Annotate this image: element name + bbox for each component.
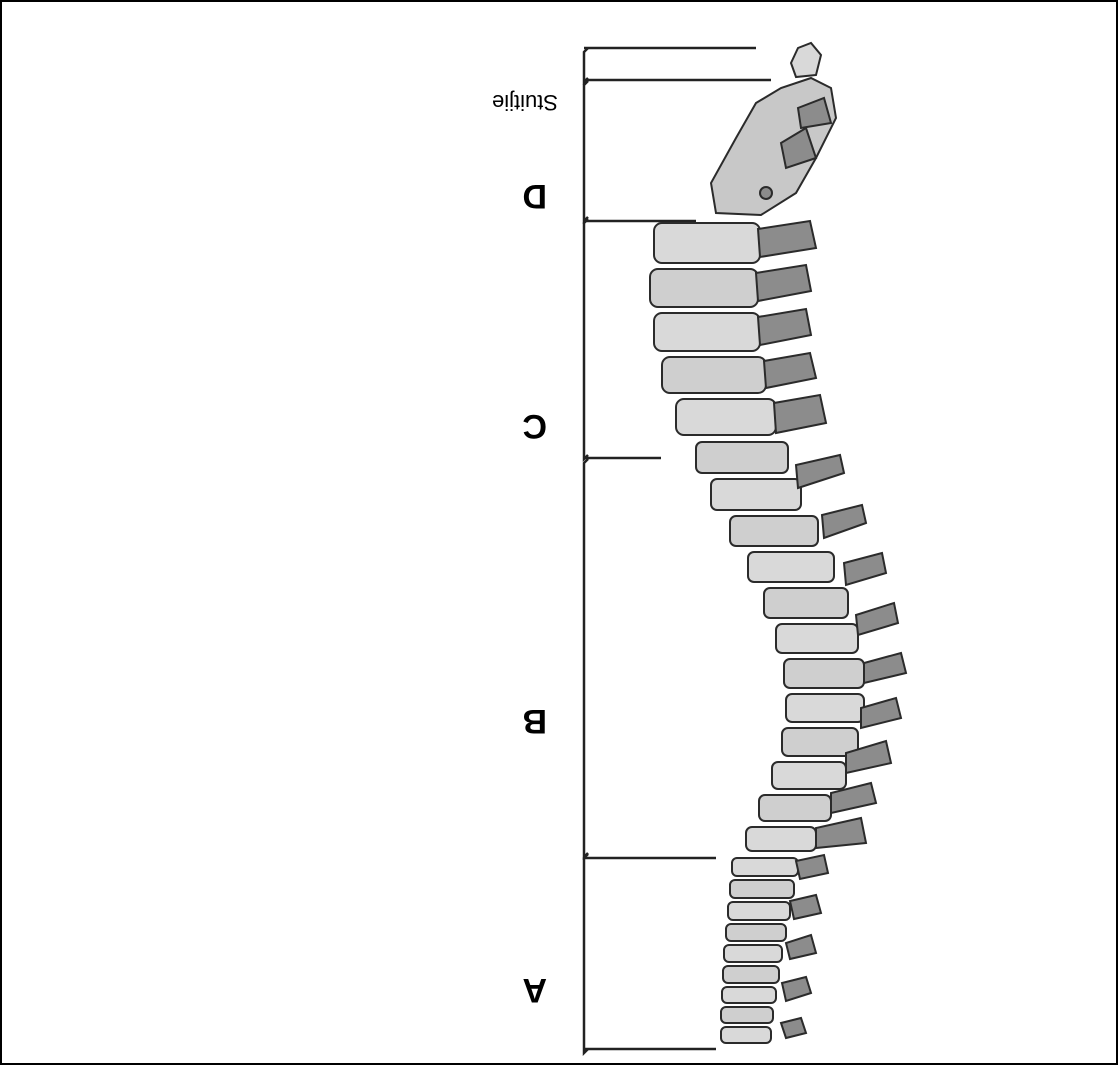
sacrum	[711, 78, 836, 215]
bracket-coccyx	[584, 48, 771, 82]
thoracic-vertebrae	[696, 442, 906, 851]
label-c: C	[522, 409, 547, 443]
label-coccyx: Stuitjie	[492, 91, 558, 113]
cervical-vertebrae	[721, 855, 828, 1043]
label-b: B	[522, 704, 547, 738]
coccyx	[791, 43, 821, 77]
label-a: A	[522, 973, 547, 1007]
lumbar-vertebrae	[650, 221, 826, 435]
label-d: D	[522, 179, 547, 213]
bracket-d	[584, 81, 588, 221]
bracket-a	[584, 854, 716, 1053]
bracket-b	[584, 458, 661, 857]
spine	[650, 43, 906, 1043]
